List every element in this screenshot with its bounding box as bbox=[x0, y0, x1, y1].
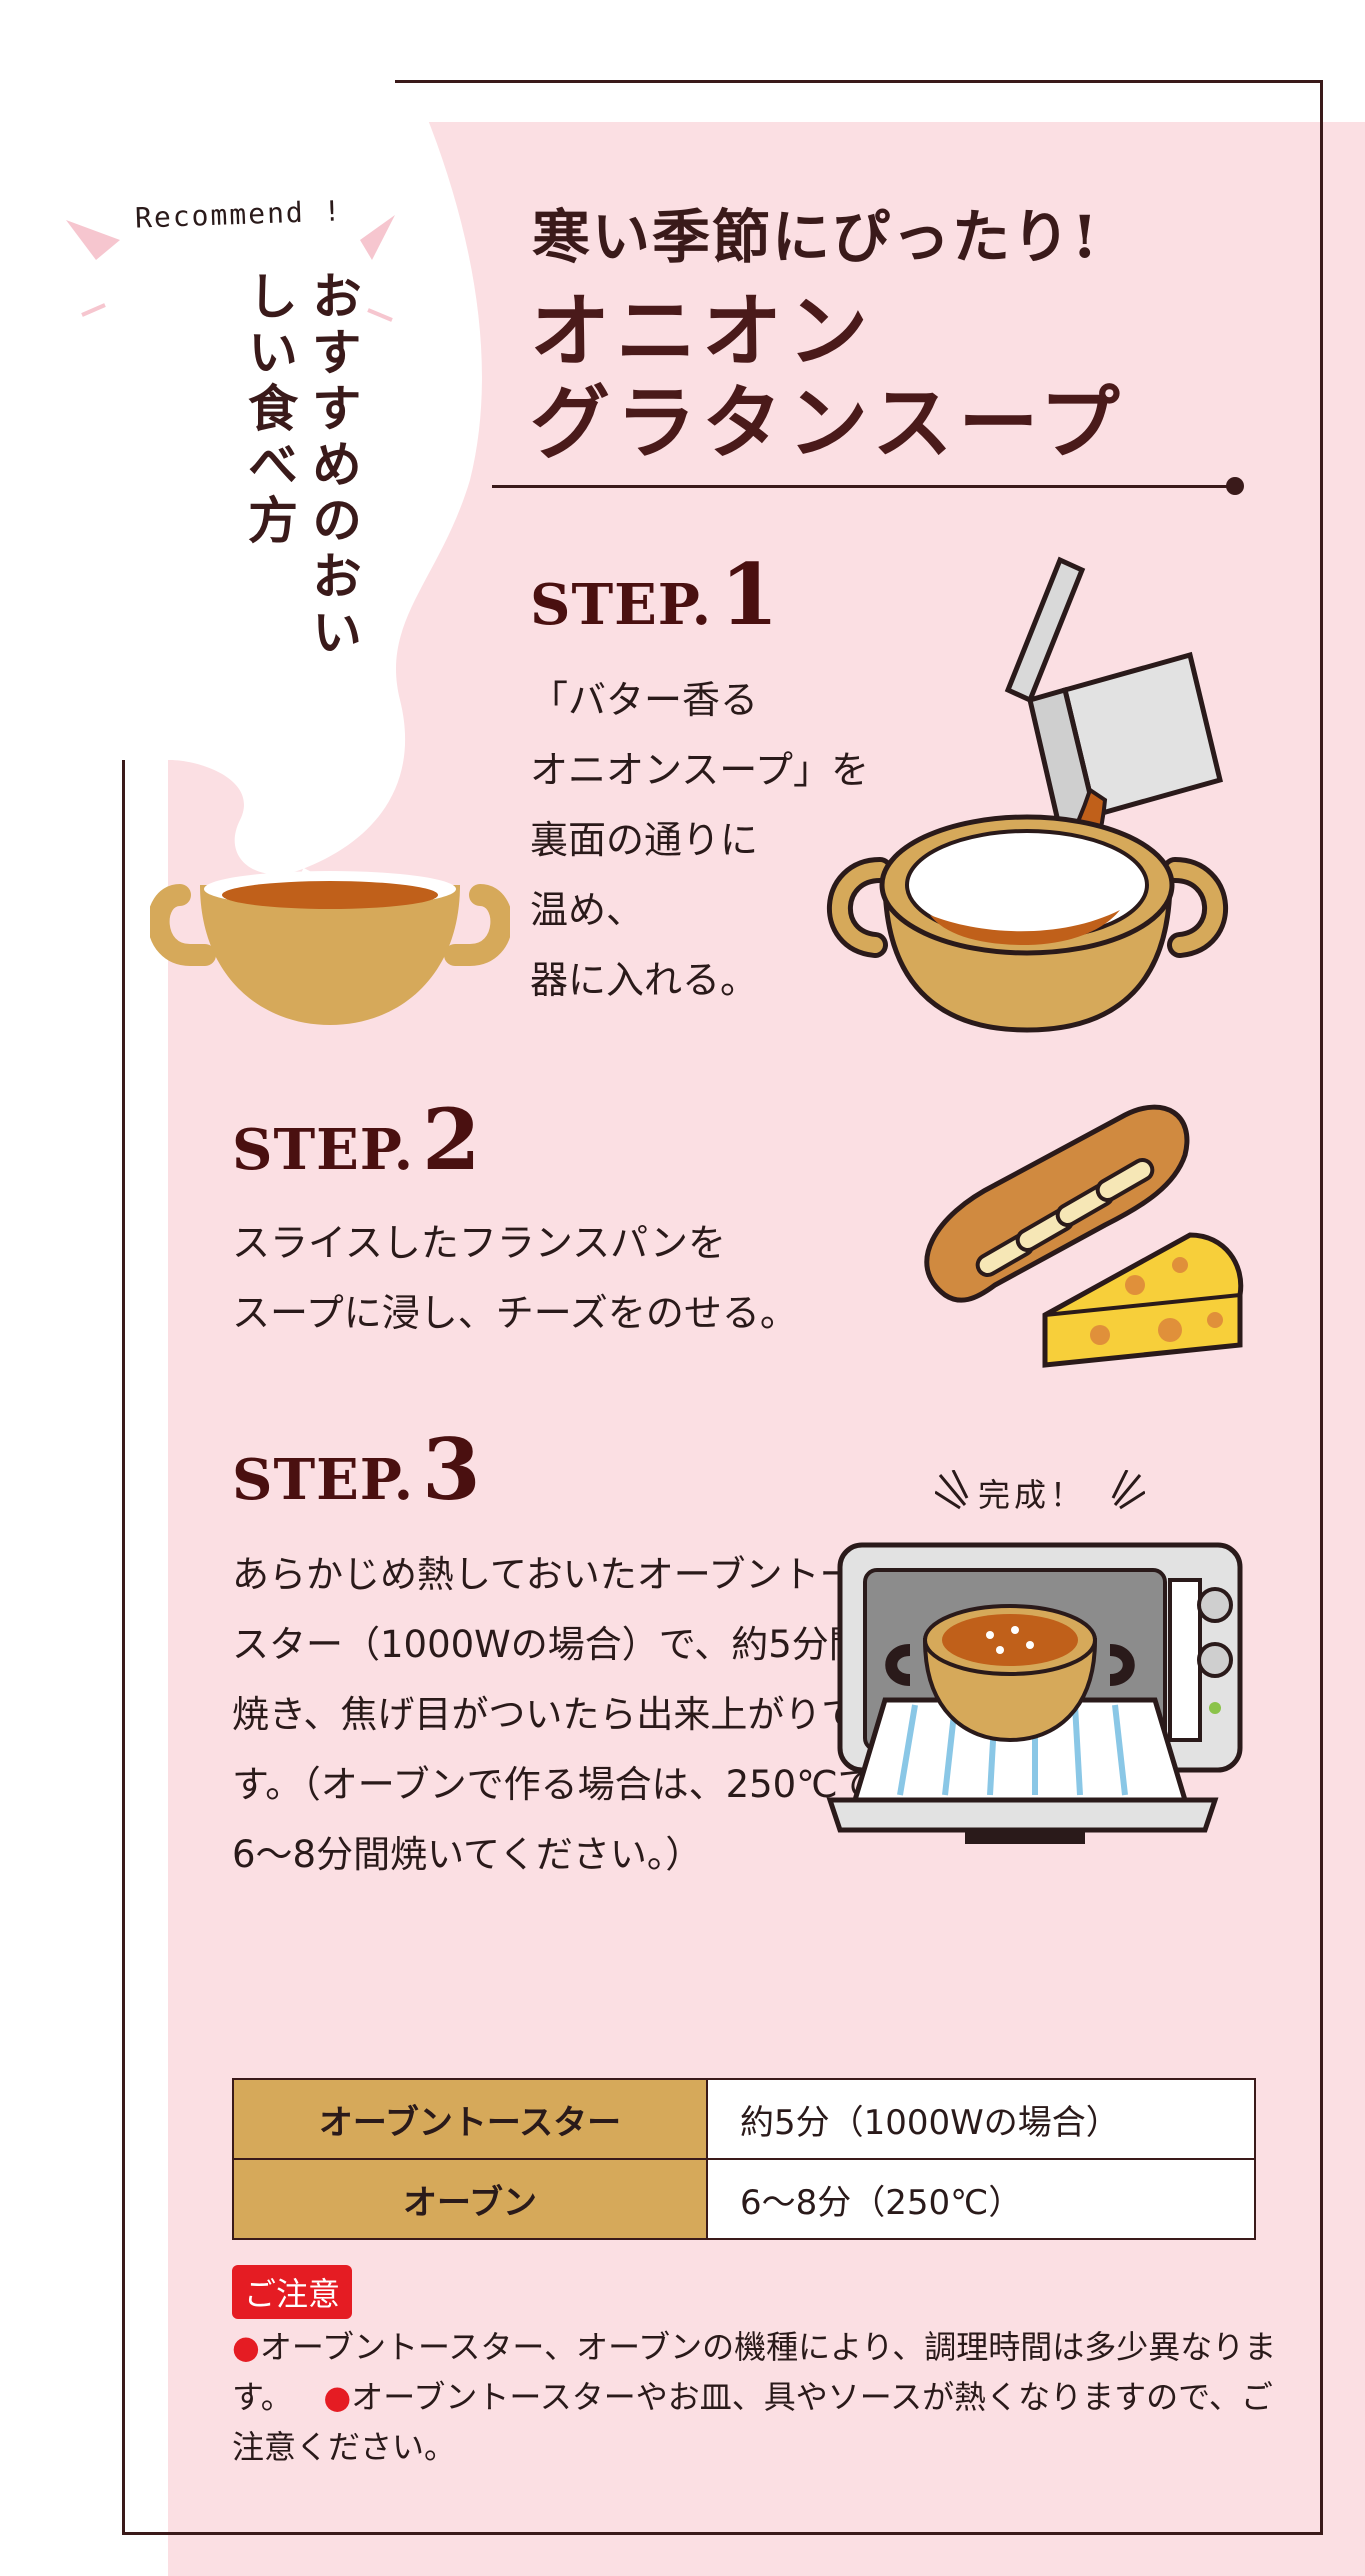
subtitle: 寒い季節にぴったり! bbox=[532, 203, 1100, 271]
sparkle-left-icon bbox=[935, 1470, 969, 1510]
notice-badge: ご注意 bbox=[232, 2265, 353, 2319]
step1-line: オニオンスープ」を bbox=[530, 748, 869, 792]
step1-number: 1 bbox=[720, 545, 779, 644]
step2-line: スープに浸し、チーズをのせる。 bbox=[232, 1291, 798, 1335]
step2-text: スライスしたフランスパンを スープに浸し、チーズをのせる。 bbox=[232, 1208, 798, 1348]
frame-top-line bbox=[395, 80, 1323, 83]
step3-label: STEP.3 bbox=[232, 1420, 481, 1519]
bullet-dot-icon: ● bbox=[323, 2378, 352, 2416]
step1-word: STEP. bbox=[530, 572, 713, 638]
notice-item: オーブントースター、オーブンの機種により、調理時間は多少異なります。 bbox=[232, 2328, 1277, 2416]
step3-number: 3 bbox=[422, 1420, 481, 1519]
table-value: 6〜8分（250℃） bbox=[706, 2158, 1256, 2240]
table-value: 約5分（1000Wの場合） bbox=[706, 2078, 1256, 2160]
step2-number: 2 bbox=[422, 1090, 481, 1189]
step3-word: STEP. bbox=[232, 1447, 415, 1513]
frame-left-line bbox=[122, 365, 125, 2535]
side-title-vertical: おすすめのおいしい食べ方 bbox=[240, 270, 363, 662]
notice-text: ●オーブントースター、オーブンの機種により、調理時間は多少異なります。 ●オーブ… bbox=[232, 2322, 1282, 2472]
frame-bottom-line bbox=[122, 2532, 1323, 2535]
title-underline-dot bbox=[1226, 477, 1244, 495]
step3-text: あらかじめ熱しておいたオーブントースター（1000Wの場合）で、約5分間焼き、焦… bbox=[232, 1553, 875, 1876]
step1-line: 「バター香る bbox=[530, 678, 759, 722]
step1-line: 温め、 bbox=[530, 888, 645, 932]
main-title-line1: オニオン bbox=[530, 284, 874, 378]
table-key: オーブン bbox=[232, 2158, 708, 2240]
toaster-oven-icon bbox=[826, 1542, 1243, 1844]
soup-bowl-icon bbox=[150, 871, 510, 1025]
step2-line: スライスしたフランスパンを bbox=[232, 1221, 727, 1265]
table-row: オーブントースター 約5分（1000Wの場合） bbox=[232, 2078, 1256, 2160]
timing-table: オーブントースター 約5分（1000Wの場合） オーブン 6〜8分（250℃） bbox=[232, 2078, 1256, 2240]
sparkle-right-icon bbox=[1111, 1470, 1145, 1510]
step1-label: STEP.1 bbox=[530, 545, 779, 644]
done-label: 完成！ bbox=[978, 1476, 1087, 1514]
table-row: オーブン 6〜8分（250℃） bbox=[232, 2158, 1256, 2240]
step1-text: 「バター香る オニオンスープ」を 裏面の通りに 温め、 器に入れる。 bbox=[530, 665, 869, 1015]
step1-line: 裏面の通りに bbox=[530, 818, 759, 862]
title-underline bbox=[492, 485, 1232, 488]
bullet-dot-icon: ● bbox=[232, 2328, 260, 2366]
step1-line: 器に入れる。 bbox=[530, 958, 759, 1002]
cheese-icon bbox=[1042, 1232, 1244, 1368]
frame-right-line bbox=[1320, 80, 1323, 2532]
notice-item: オーブントースターやお皿、具やソースが熱くなりますので、ご注意ください。 bbox=[232, 2378, 1273, 2466]
step2-label: STEP.2 bbox=[232, 1090, 481, 1189]
step2-word: STEP. bbox=[232, 1117, 415, 1183]
main-title: オニオン グラタンスープ bbox=[530, 285, 1250, 469]
baguette-icon bbox=[924, 1104, 1190, 1303]
pouring-pot-icon bbox=[827, 556, 1228, 1033]
table-key: オーブントースター bbox=[232, 2078, 708, 2160]
main-title-line2: グラタンスープ bbox=[530, 376, 1126, 470]
